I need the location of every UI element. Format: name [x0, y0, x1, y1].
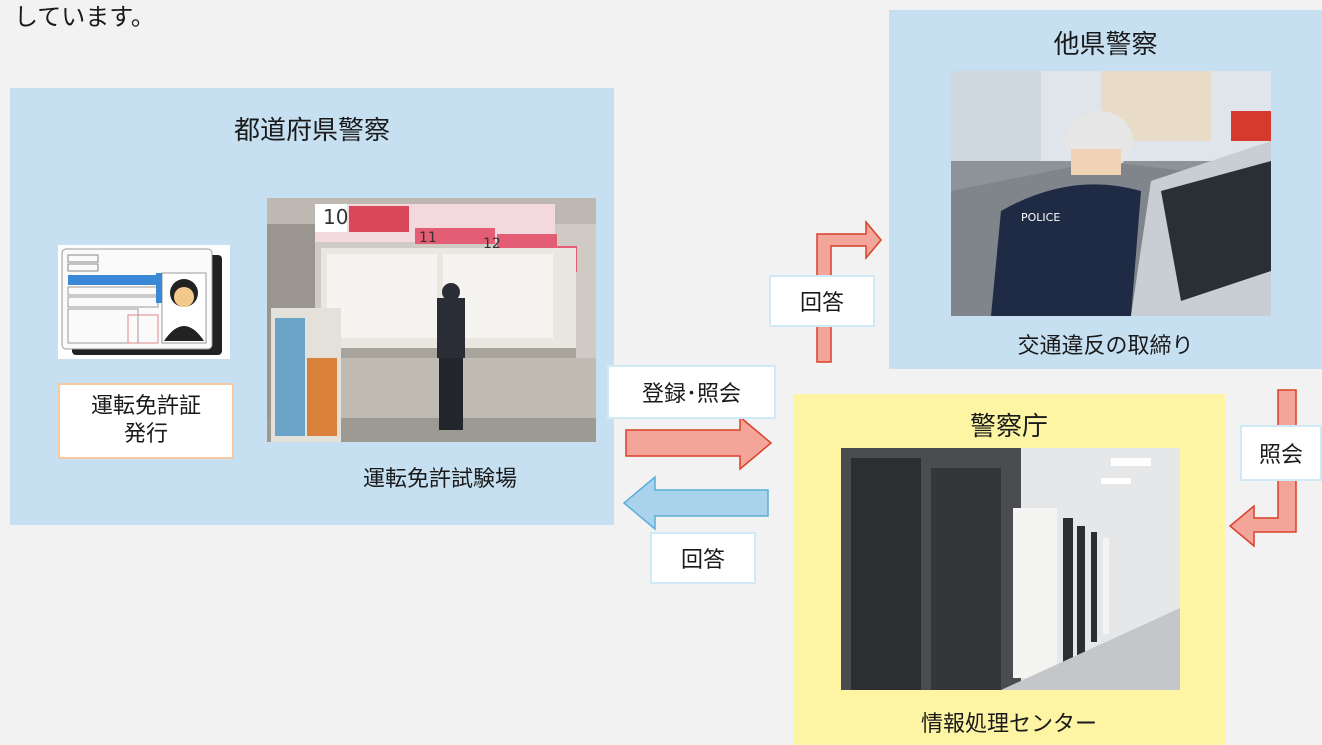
license-issue-line2: 発行 — [123, 422, 168, 447]
other-police-panel: 他県警察 POLICE 交通違反の取締り — [889, 10, 1322, 369]
license-issue-line1: 運転免許証 — [90, 394, 201, 419]
answer-top-label-text: 回答 — [799, 291, 844, 316]
prefectural-police-title: 都道府県警察 — [233, 116, 390, 146]
npa-title: 警察庁 — [969, 412, 1048, 442]
register-label: 登録･照会 — [607, 365, 776, 419]
inquiry-label-text: 照会 — [1258, 443, 1303, 468]
other-police-caption: 交通違反の取締り — [1017, 334, 1194, 359]
counter-sign-11: 11 — [419, 230, 437, 246]
license-issue-label: 運転免許証 発行 — [58, 383, 234, 459]
npa-panel: 警察庁 情報処理センター — [793, 394, 1225, 745]
answer-bottom-label-text: 回答 — [680, 548, 725, 573]
register-label-text: 登録･照会 — [641, 382, 741, 407]
answer-top-label: 回答 — [769, 275, 875, 327]
npa-caption: 情報処理センター — [920, 712, 1097, 737]
answer-bottom-arrow — [622, 475, 769, 531]
answer-bottom-label: 回答 — [650, 532, 756, 584]
prefectural-police-panel: 都道府県警察 運転免許証 発行 — [10, 88, 614, 525]
counter-sign-10: 10 — [323, 205, 348, 229]
intro-text: しています。 — [14, 3, 155, 31]
test-center-caption: 運転免許試験場 — [362, 467, 517, 492]
inquiry-label: 照会 — [1240, 425, 1322, 481]
license-card-image — [58, 245, 230, 359]
traffic-enforcement-photo: POLICE — [951, 71, 1271, 316]
vest-text: POLICE — [1021, 211, 1060, 224]
register-arrow — [625, 415, 773, 471]
other-police-title: 他県警察 — [1053, 30, 1158, 60]
counter-sign-12: 12 — [483, 236, 501, 252]
server-room-photo — [841, 448, 1180, 690]
test-center-photo: 10 11 12 — [267, 198, 596, 442]
